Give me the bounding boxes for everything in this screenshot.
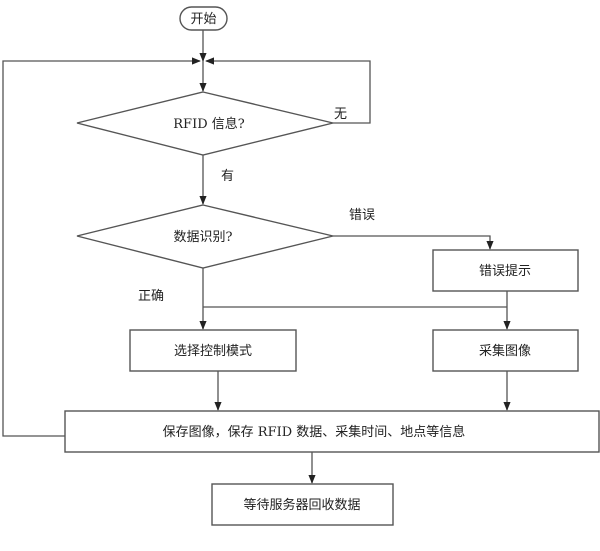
edge-label-error: 错误 [349,208,375,223]
edge-data-error-to-error-prompt [333,235,494,250]
data-check-label: 数据识别? [174,230,233,245]
node-start: 开始 [179,6,228,31]
capture-image-box [432,329,579,372]
node-rfid-check: RFID 信息? [76,91,334,156]
wait-server-box [211,483,394,526]
error-prompt-label: 错误提示 [479,263,531,279]
node-wait-server: 等待服务器回收数据 [211,483,394,526]
edges [2,30,511,484]
edge-save-info-loop-back [2,57,201,437]
capture-image-label: 采集图像 [479,343,531,359]
edge-label-none: 无 [334,107,347,122]
data-check-diamond [76,204,334,269]
wait-server-label: 等待服务器回收数据 [243,497,360,513]
edge-label-has: 有 [221,169,234,184]
start-terminator-shape [179,6,228,31]
edge-label-correct: 正确 [138,289,164,304]
rfid-check-diamond [76,91,334,156]
save-info-box [64,410,600,453]
node-error-prompt: 错误提示 [432,249,579,292]
select-mode-box [129,329,297,372]
edge-rfid-none-loop [205,57,371,124]
node-capture-image: 采集图像 [432,329,579,372]
node-select-mode: 选择控制模式 [129,329,297,372]
select-mode-label: 选择控制模式 [174,344,252,359]
error-prompt-box [432,249,579,292]
node-save-info: 保存图像，保存 RFID 数据、采集时间、地点等信息 [64,410,600,453]
node-data-check: 数据识别? [76,204,334,269]
start-label: 开始 [190,12,216,27]
rfid-check-label: RFID 信息? [173,116,244,132]
save-info-label: 保存图像，保存 RFID 数据、采集时间、地点等信息 [163,424,466,440]
